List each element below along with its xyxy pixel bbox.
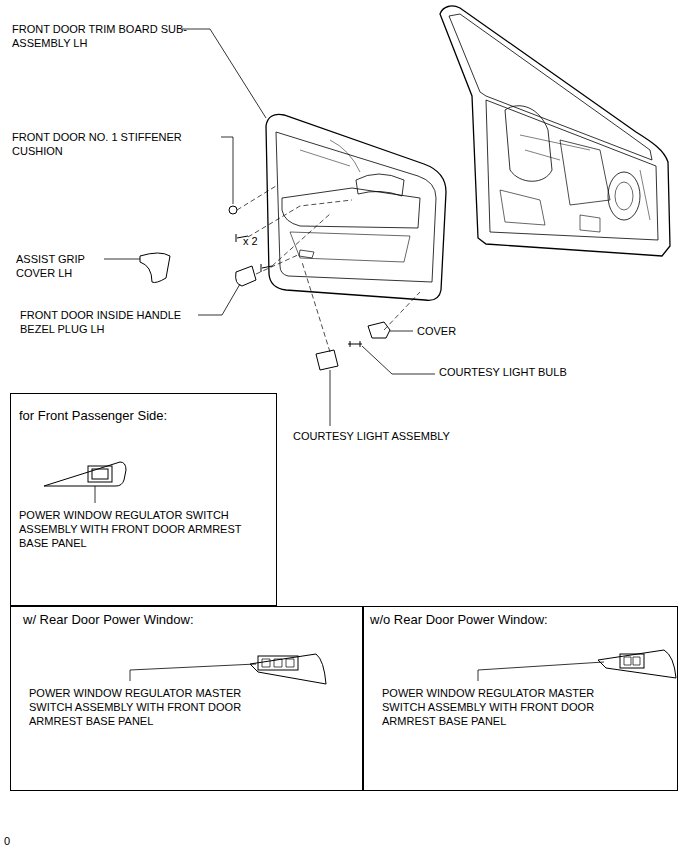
variant-panel: w/ Rear Door Power Window: POWER WINDOW R… <box>10 606 363 791</box>
part-name: POWER WINDOW REGULATOR MASTER SWITCH ASS… <box>29 686 279 728</box>
part-name: FRONT DOOR INSIDE HANDLE BEZEL PLUG LH <box>20 308 198 336</box>
part-name: COVER <box>417 324 456 338</box>
variant-panel: w/o Rear Door Power Window: POWER WINDOW … <box>363 606 678 791</box>
quantity-note: x 2 <box>243 234 258 248</box>
variant-panel: for Front Passenger Side: POWER WINDOW RE… <box>10 393 277 606</box>
panel-heading: for Front Passenger Side: <box>19 408 269 424</box>
part-name: COURTESY LIGHT ASSEMBLY <box>293 429 450 443</box>
panel-heading: w/ Rear Door Power Window: <box>23 612 353 628</box>
part-name: POWER WINDOW REGULATOR SWITCH ASSEMBLY W… <box>19 508 269 550</box>
part-name: POWER WINDOW REGULATOR MASTER SWITCH ASS… <box>382 686 632 728</box>
part-name: FRONT DOOR TRIM BOARD SUB-ASSEMBLY LH <box>12 22 192 50</box>
panel-heading: w/o Rear Door Power Window: <box>370 612 670 628</box>
part-name: COURTESY LIGHT BULB <box>439 365 567 379</box>
figure-number: 0 <box>4 834 10 848</box>
part-name: ASSIST GRIP COVER LH <box>16 252 102 280</box>
part-name: FRONT DOOR NO. 1 STIFFENER CUSHION <box>12 130 217 158</box>
